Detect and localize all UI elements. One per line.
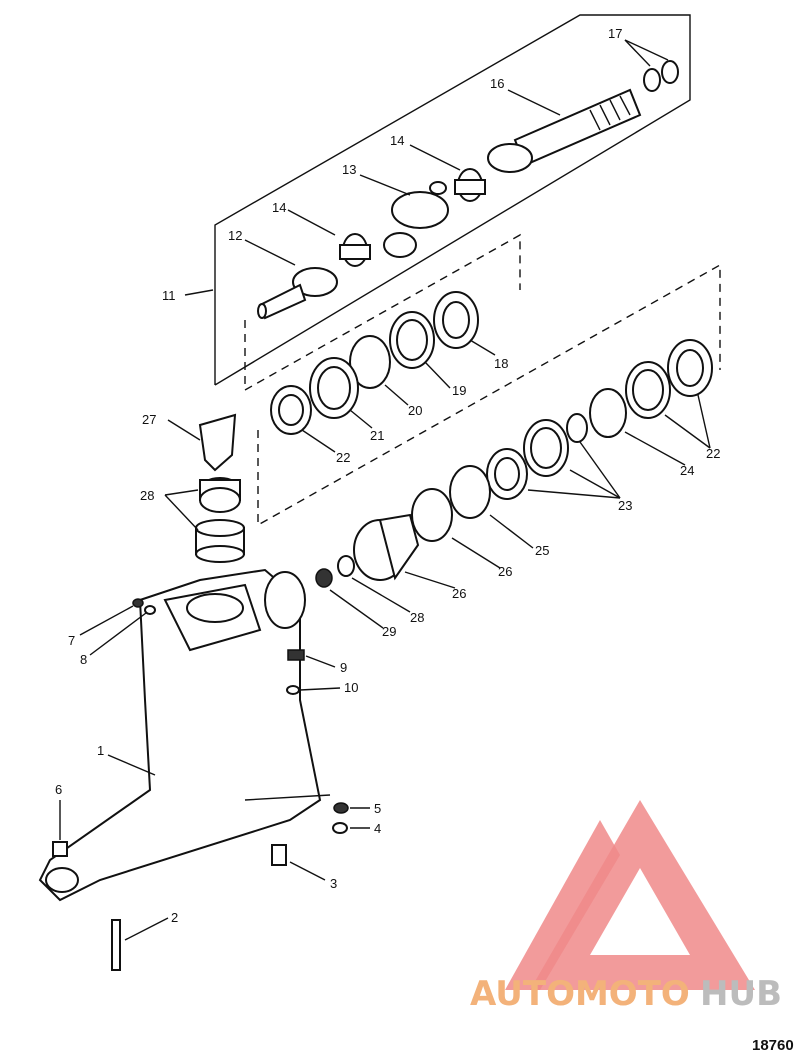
watermark-logo: AUTOMOTO HUB [470,800,782,1014]
callout-14-lower: 14 [272,200,286,215]
drive-shaft-frame [214,14,691,386]
callout-6: 6 [55,782,62,797]
callout-11: 11 [162,288,176,303]
callout-24: 25 [535,543,549,558]
callout-2: 2 [171,910,178,925]
callout-22-mid: 23 [618,498,632,513]
callout-17: 18 [494,356,508,371]
callout-5: 5 [374,801,381,816]
watermark-text-orange: AUTOMOTO [470,974,690,1014]
drawing-number: 18760 [752,1037,794,1054]
callout-9: 9 [340,660,347,675]
watermark-text-gray: HUB [700,974,782,1014]
callout-labels: 17 16 14 13 14 12 11 18 19 20 21 22 22 2… [55,26,794,1054]
small-hardware [52,598,349,971]
callout-18: 19 [452,383,466,398]
callout-19: 20 [408,403,422,418]
callout-27: 28 [140,488,154,503]
callout-21: 22 [336,450,350,465]
gear-housing [38,568,331,902]
callout-15: 16 [490,76,504,91]
pinion-and-bearing [195,413,245,563]
leader-lines [59,39,711,941]
callout-4: 4 [374,821,381,836]
callout-12: 12 [228,228,242,243]
callout-10: 10 [344,680,358,695]
callout-13: 13 [342,162,356,177]
callout-26-gear: 26 [452,586,466,601]
callout-14-upper: 14 [390,133,404,148]
callout-25: 26 [498,564,512,579]
callout-26-pinion: 27 [142,412,156,427]
drive-shaft-parts [257,60,679,320]
callout-29: 29 [382,624,396,639]
callout-20: 21 [370,428,384,443]
callout-16: 17 [608,26,622,41]
callout-3: 3 [330,876,337,891]
callout-1: 1 [97,743,104,758]
callout-8: 8 [80,652,87,667]
bearing-parts [270,291,713,588]
callout-22-right: 22 [706,446,720,461]
callout-7: 7 [68,633,75,648]
dashed-group-frames [244,233,721,527]
callout-23: 24 [680,463,694,478]
callout-28: 28 [410,610,424,625]
